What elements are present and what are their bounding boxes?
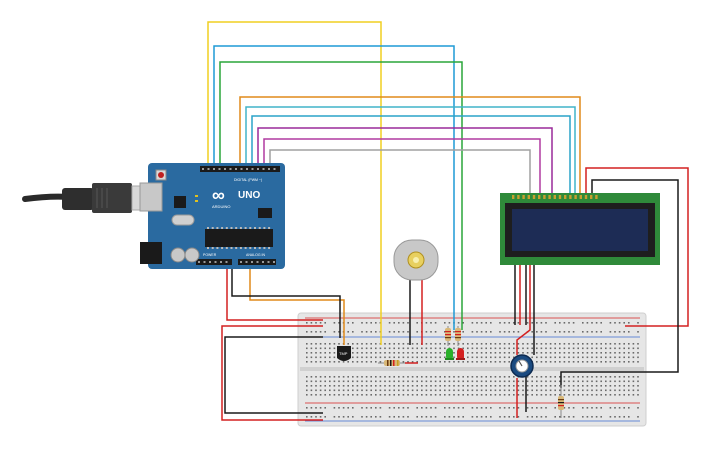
wire-teal-lcd[interactable] — [245, 106, 576, 193]
wire-orange-lcd[interactable] — [239, 96, 581, 193]
wire-cyan-lcd[interactable] — [251, 115, 571, 193]
wire-red-arduino-5v[interactable] — [226, 268, 323, 321]
power-header-label: POWER — [203, 253, 217, 257]
lcd-header-pins — [512, 195, 598, 199]
digital-header-label: DIGITAL (PWM ~) — [234, 178, 262, 182]
atmega-chip-pins — [207, 227, 271, 249]
pot-indicator — [518, 360, 523, 367]
usb-cable[interactable] — [22, 183, 159, 213]
wire-lcd-red-pot[interactable] — [516, 265, 531, 355]
led-l — [195, 195, 198, 197]
temperature-sensor[interactable]: TMP — [337, 346, 351, 361]
digital-header — [200, 166, 280, 172]
lcd-16x2[interactable] — [500, 193, 660, 265]
usb-b-jack — [139, 182, 163, 212]
capacitor-2 — [184, 247, 200, 263]
wire-orange-analog[interactable] — [249, 268, 345, 345]
tmp-sensor-label: TMP — [339, 351, 348, 356]
wire-black-lcd-gnd[interactable] — [560, 179, 679, 388]
resistor-horizontal[interactable] — [378, 360, 405, 366]
led-tx — [195, 200, 198, 202]
wire-purple2-lcd[interactable] — [263, 138, 541, 193]
wire-black-left-rail[interactable] — [224, 336, 323, 414]
wire-blue[interactable] — [213, 45, 455, 330]
wire-green[interactable] — [219, 61, 463, 330]
digital-header-pins — [202, 168, 276, 170]
breadboard[interactable] — [297, 312, 647, 427]
led-red[interactable] — [456, 348, 465, 360]
arduino-model-label: UNO — [238, 190, 260, 201]
wire-gray-lcd[interactable] — [269, 149, 531, 193]
tmp-sensor-body — [337, 346, 351, 361]
wire-purple1-lcd[interactable] — [257, 127, 553, 193]
potentiometer[interactable] — [510, 354, 534, 378]
led-green[interactable] — [445, 348, 454, 360]
arduino-uno-board[interactable]: ∞ UNO ARDUINO DIGITAL (PWM ~) POWER ANAL… — [139, 163, 285, 269]
resistor-led-2[interactable] — [455, 326, 461, 346]
breadboard-holes — [306, 322, 639, 418]
bottom-header-pins — [198, 261, 275, 263]
wire-yellow[interactable] — [207, 21, 382, 345]
usb-strain-relief — [62, 188, 94, 210]
atmega-chip — [205, 229, 273, 247]
motor-shaft — [413, 257, 419, 263]
lcd-screen — [512, 209, 648, 251]
wire-red-left-rail[interactable] — [221, 325, 323, 421]
power-header — [196, 259, 232, 265]
arduino-brand-label: ARDUINO — [212, 204, 230, 209]
usb-chip — [174, 196, 186, 208]
icsp-header — [258, 208, 272, 218]
dc-barrel-jack — [140, 242, 162, 264]
center-channel — [300, 367, 644, 371]
reset-button-cap — [158, 172, 164, 178]
arduino-logo: ∞ UNO ARDUINO — [212, 185, 260, 209]
usb-plug-body — [92, 183, 132, 213]
dc-motor[interactable] — [393, 239, 439, 281]
resistor-vertical-right[interactable] — [558, 385, 564, 418]
resistor-led-1[interactable] — [445, 326, 451, 346]
capacitor-1 — [170, 247, 186, 263]
arduino-infinity-icon: ∞ — [212, 185, 225, 205]
wire-red-lcd-vcc[interactable] — [585, 167, 689, 327]
analog-header-label: ANALOG IN — [246, 253, 266, 257]
wire-black-arduino-gnd[interactable] — [231, 268, 341, 338]
crystal — [171, 214, 195, 226]
